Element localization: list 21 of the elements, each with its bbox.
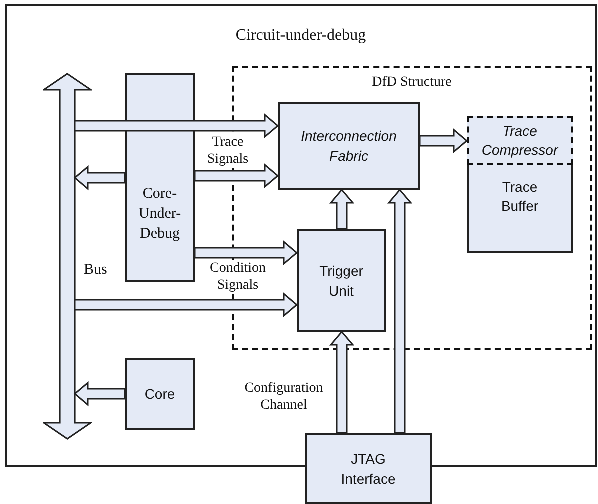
region-title: DfD Structure <box>371 74 453 92</box>
block-arrow <box>194 163 280 189</box>
module-box: Core- Under- Debug <box>125 73 195 282</box>
block-arrow <box>329 330 355 434</box>
block-arrow <box>74 113 280 139</box>
block-arrow <box>74 292 298 318</box>
module-box: Trigger Unit <box>297 229 386 332</box>
block-arrow <box>387 188 413 434</box>
module-box: Interconnection Fabric <box>278 102 420 190</box>
module-box: JTAG Interface <box>305 433 432 504</box>
frame-title: Circuit-under-debug <box>234 26 368 46</box>
module-box: Core <box>125 358 195 430</box>
block-arrow <box>74 381 126 407</box>
block-arrow <box>194 240 298 266</box>
outer-frame <box>5 4 597 467</box>
block-arrow <box>329 188 355 230</box>
block-arrow <box>74 165 126 191</box>
bus-label: Bus <box>84 261 108 280</box>
module-box: Trace Buffer <box>467 163 573 253</box>
dashed-module-box: Trace Compressor <box>467 116 573 165</box>
block-arrow <box>419 128 468 154</box>
